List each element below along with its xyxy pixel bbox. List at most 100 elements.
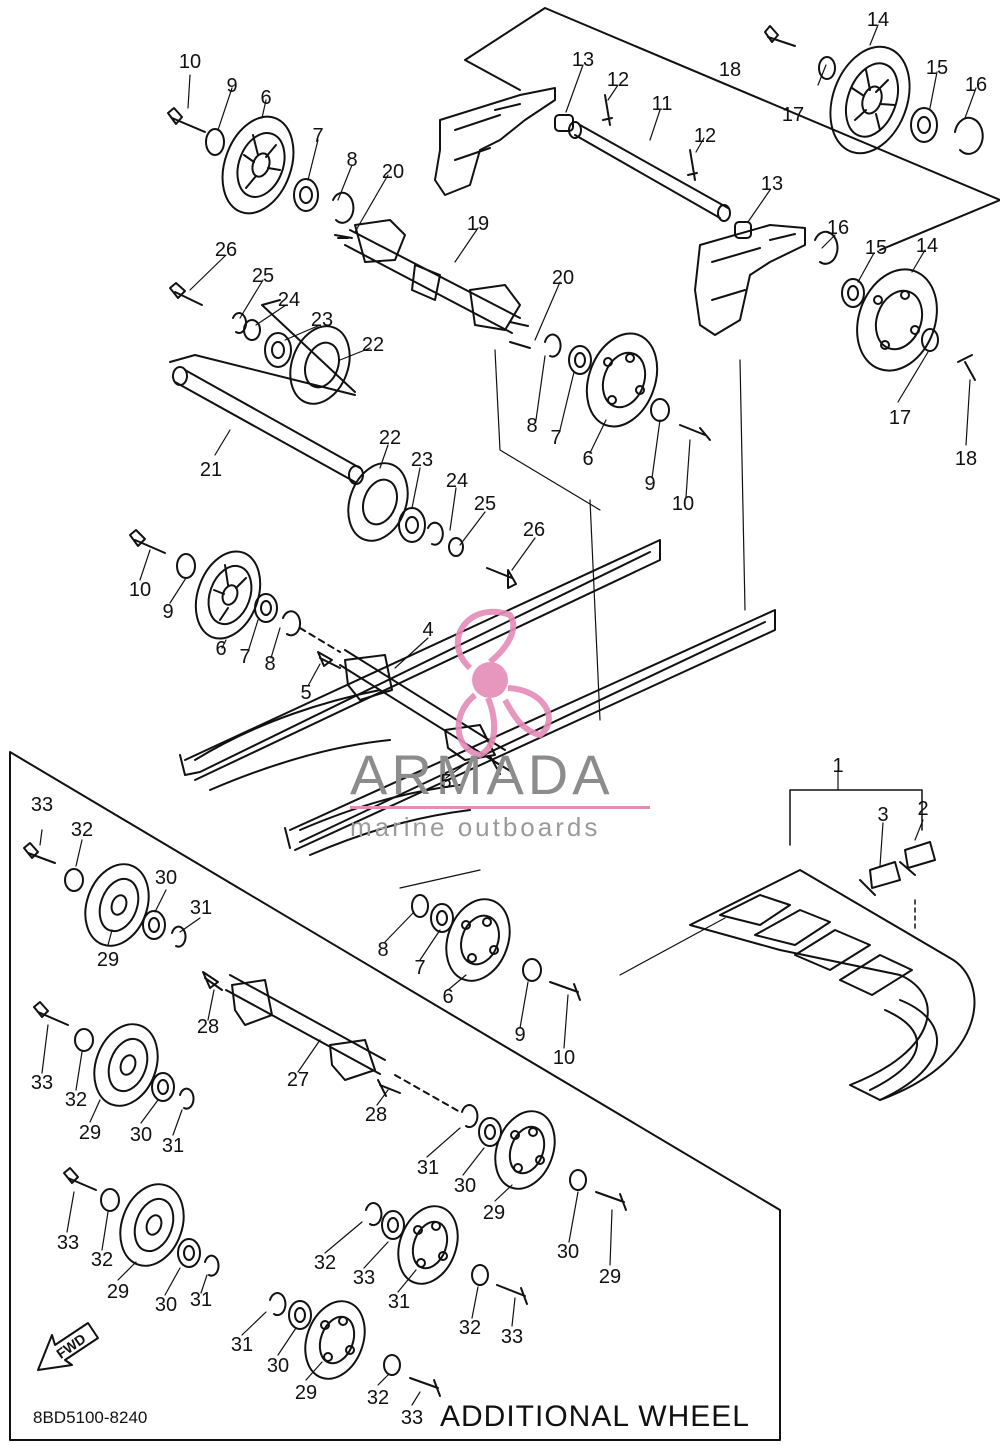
callout-number: 13 <box>571 49 595 71</box>
callout-number: 32 <box>90 1249 114 1271</box>
callout-number: 30 <box>129 1124 153 1146</box>
callout-number: 31 <box>161 1135 185 1157</box>
watermark-logo <box>454 608 552 759</box>
callout-number: 32 <box>64 1089 88 1111</box>
callout-number: 22 <box>378 427 402 449</box>
callout-number: 33 <box>352 1267 376 1289</box>
callout-number: 1 <box>832 755 844 777</box>
callout-number: 21 <box>199 459 223 481</box>
callout-number: 10 <box>552 1047 576 1069</box>
callout-number: 7 <box>414 957 426 979</box>
callout-number: 9 <box>162 601 174 623</box>
callout-number: 8 <box>377 939 389 961</box>
watermark-divider <box>350 806 650 809</box>
callout-number: 33 <box>30 1072 54 1094</box>
callout-number: 31 <box>416 1157 440 1179</box>
callout-number: 29 <box>482 1202 506 1224</box>
callout-number: 12 <box>693 125 717 147</box>
callout-number: 16 <box>826 217 850 239</box>
callout-number: 24 <box>445 470 469 492</box>
callout-number: 17 <box>888 407 912 429</box>
slide-rail-lower <box>289 609 776 851</box>
callout-number: 20 <box>551 267 575 289</box>
mid-axle <box>339 649 506 766</box>
callout-number: 33 <box>400 1407 424 1429</box>
callout-number: 25 <box>473 493 497 515</box>
callout-number: 9 <box>644 473 656 495</box>
callout-number: 10 <box>178 51 202 73</box>
callout-number: 10 <box>128 579 152 601</box>
callout-number: 12 <box>606 69 630 91</box>
callout-number: 2 <box>917 798 929 820</box>
callout-number: 3 <box>877 804 889 826</box>
callout-number: 19 <box>466 213 490 235</box>
front-frame-bracket-left <box>434 87 556 196</box>
callout-number: 18 <box>954 448 978 470</box>
callout-number: 29 <box>106 1281 130 1303</box>
callout-number: 7 <box>239 646 251 668</box>
callout-number: 32 <box>458 1317 482 1339</box>
watermark-brand: ARMADA <box>350 743 614 806</box>
callout-number: 18 <box>718 59 742 81</box>
callout-number: 15 <box>864 237 888 259</box>
rear-shaft <box>174 369 361 483</box>
frame-outline-top <box>464 7 1000 201</box>
watermark-tagline: marine outboards <box>350 812 601 842</box>
callout-number: 14 <box>915 235 939 257</box>
callout-number: 6 <box>260 87 272 109</box>
callout-number: 32 <box>70 819 94 841</box>
callout-number: 6 <box>582 448 594 470</box>
callout-number: 31 <box>387 1291 411 1313</box>
callout-number: 29 <box>598 1266 622 1288</box>
callout-number: 31 <box>230 1334 254 1356</box>
callout-number: 33 <box>56 1232 80 1254</box>
callout-number: 24 <box>277 289 301 311</box>
callout-number: 7 <box>312 125 324 147</box>
callout-number: 29 <box>294 1382 318 1404</box>
callout-number: 8 <box>526 415 538 437</box>
part-code: 8BD5100-8240 <box>33 1408 148 1427</box>
callout-number: 17 <box>781 104 805 126</box>
callout-number: 29 <box>78 1122 102 1144</box>
front-frame-bracket-right <box>694 224 806 336</box>
callout-number: 31 <box>189 897 213 919</box>
callout-number: 27 <box>286 1069 310 1091</box>
callout-number: 14 <box>866 9 890 31</box>
callout-number: 30 <box>556 1241 580 1263</box>
additional-axle <box>225 974 386 1075</box>
callout-number: 33 <box>30 794 54 816</box>
callout-number: 26 <box>214 239 238 261</box>
callout-number: 11 <box>651 93 673 115</box>
callout-number: 6 <box>442 986 454 1008</box>
callout-number: 23 <box>310 309 334 331</box>
callout-number: 30 <box>154 867 178 889</box>
callout-number: 28 <box>364 1104 388 1126</box>
callout-number: 13 <box>760 173 784 195</box>
callout-number: 16 <box>964 74 988 96</box>
callout-number: 23 <box>410 449 434 471</box>
callout-number: 32 <box>366 1387 390 1409</box>
callout-number: 8 <box>264 653 276 675</box>
callout-number: 30 <box>453 1175 477 1197</box>
callout-number: 9 <box>514 1024 526 1046</box>
callout-number: 32 <box>313 1252 337 1274</box>
callout-number: 10 <box>671 493 695 515</box>
callout-number: 25 <box>251 265 275 287</box>
fwd-arrow <box>37 1322 99 1371</box>
track-belt <box>689 869 976 1101</box>
callout-number: 6 <box>215 638 227 660</box>
slide-rail-upper <box>184 539 661 781</box>
callout-number: 5 <box>300 682 312 704</box>
section-caption: ADDITIONAL WHEEL <box>440 1400 750 1433</box>
callout-number: 28 <box>196 1016 220 1038</box>
callout-number: 29 <box>96 949 120 971</box>
additional-wheel-frame <box>9 751 781 1441</box>
callout-number: 30 <box>266 1355 290 1377</box>
callout-number: 33 <box>500 1326 524 1348</box>
callout-number: 4 <box>422 619 434 641</box>
callout-number: 26 <box>522 519 546 541</box>
callout-number: 8 <box>346 149 358 171</box>
callout-number: 7 <box>550 427 562 449</box>
